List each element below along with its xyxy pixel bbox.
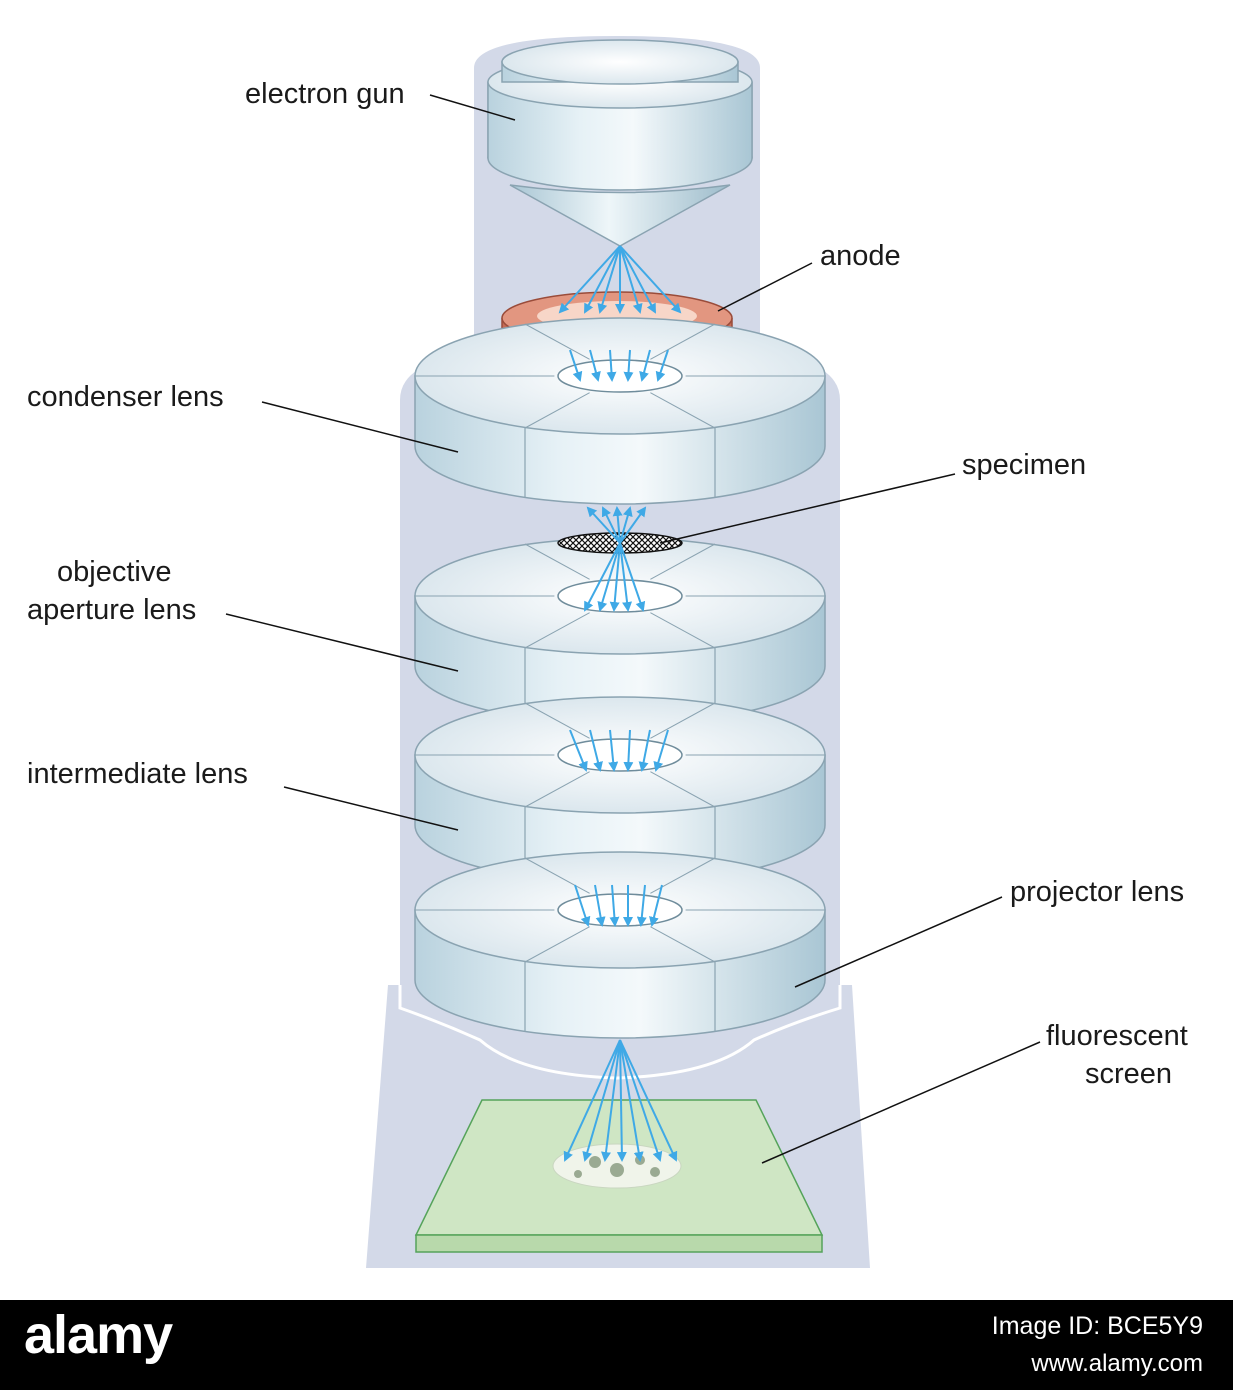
brand-logo: alamy	[24, 1305, 173, 1365]
electron-ray	[639, 349, 651, 382]
leader-electron-gun	[429, 94, 516, 121]
electron-ray	[649, 884, 663, 927]
lens-stack	[414, 317, 826, 1039]
projector-lens	[414, 851, 826, 1039]
electron-ray	[601, 1039, 621, 1162]
electron-ray	[582, 1039, 621, 1162]
electron-ray	[589, 729, 603, 772]
label-specimen: specimen	[962, 449, 1087, 481]
image-id: Image ID: BCE5Y9	[991, 1312, 1203, 1340]
label-condenser-lens: condenser lens	[27, 381, 224, 413]
leader-anode	[717, 262, 813, 312]
electron-beam	[558, 245, 682, 1162]
label-intermediate-lens: intermediate lens	[27, 758, 248, 790]
leader-specimen	[659, 473, 956, 544]
electron-ray	[609, 884, 620, 927]
electron-ray	[608, 729, 619, 772]
electron-ray	[619, 245, 682, 314]
electron-ray	[597, 245, 621, 314]
electron-ray	[569, 729, 588, 772]
electron-ray	[619, 1039, 663, 1162]
leader-objective	[225, 613, 459, 672]
electron-ray	[584, 245, 621, 314]
label-fluorescent-line2: screen	[1085, 1058, 1173, 1090]
electron-ray	[619, 245, 643, 314]
electron-ray	[606, 349, 617, 382]
footer-bar: alamy Image ID: BCE5Y9 www.alamy.com	[0, 1300, 1233, 1390]
electron-ray	[569, 349, 583, 382]
electron-ray	[597, 542, 621, 612]
electron-ray	[594, 884, 606, 927]
electron-ray	[653, 729, 669, 772]
electron-ray	[584, 542, 621, 612]
electron-gun	[487, 39, 753, 247]
label-electron-gun: electron gun	[245, 78, 405, 110]
electron-ray	[638, 729, 651, 772]
electron-ray	[619, 506, 633, 544]
leader-lines	[225, 94, 1041, 1164]
electron-ray	[563, 1039, 621, 1162]
leader-condenser	[261, 401, 459, 453]
label-fluorescent-line1: fluorescent	[1046, 1020, 1188, 1052]
electron-microscope-diagram	[225, 36, 1041, 1268]
electron-ray	[612, 506, 623, 544]
electron-ray	[623, 349, 634, 382]
leader-fluorescent	[761, 1041, 1041, 1164]
condenser-lens	[414, 317, 826, 505]
electron-ray	[586, 506, 621, 544]
objective-lens	[414, 537, 826, 725]
electron-ray	[574, 884, 591, 927]
electron-ray	[619, 245, 656, 314]
electron-ray	[589, 349, 601, 382]
electron-ray	[619, 506, 647, 544]
label-objective-line2: aperture lens	[27, 594, 197, 626]
fluorescent-screen	[414, 1099, 824, 1253]
intermediate-lens	[414, 696, 826, 884]
leader-intermediate	[283, 786, 459, 831]
electron-ray	[655, 349, 669, 382]
electron-ray	[636, 884, 647, 927]
electron-ray	[619, 1039, 644, 1162]
electron-ray	[619, 542, 646, 612]
label-projector-lens: projector lens	[1010, 876, 1185, 908]
electron-ray	[601, 506, 621, 544]
label-objective-line1: objective	[57, 556, 172, 588]
site-url: www.alamy.com	[1031, 1350, 1203, 1377]
label-anode: anode	[820, 240, 901, 272]
electron-ray	[619, 542, 633, 612]
leader-projector	[794, 896, 1003, 988]
electron-ray	[623, 729, 634, 772]
electron-ray	[616, 1039, 627, 1162]
electron-ray	[619, 1039, 678, 1162]
electron-ray	[558, 245, 621, 314]
electron-ray	[609, 542, 621, 612]
